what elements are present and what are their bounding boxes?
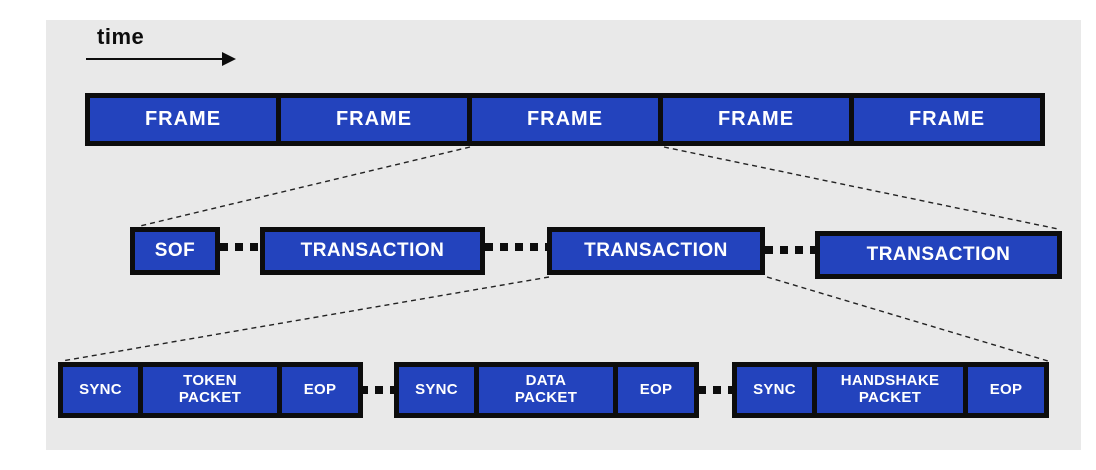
sof-box: SOF [130, 227, 220, 275]
dotted-connector [765, 246, 815, 254]
frame-box: FRAME [90, 98, 276, 141]
data-packet-box: DATA PACKET [479, 367, 613, 413]
dotted-connector [485, 243, 547, 251]
time-axis-label: time [97, 24, 145, 49]
frame-box: FRAME [854, 98, 1040, 141]
handshake-packet-box: HANDSHAKE PACKET [817, 367, 963, 413]
transaction-box: TRANSACTION [260, 227, 485, 275]
frame-box: FRAME [281, 98, 467, 141]
eop-box: EOP [618, 367, 694, 413]
sync-box: SYNC [737, 367, 812, 413]
frame-row: FRAME FRAME FRAME FRAME FRAME [85, 93, 1045, 146]
transaction-box: TRANSACTION [547, 227, 765, 275]
right-arrow-icon [222, 52, 236, 66]
sync-box: SYNC [63, 367, 138, 413]
eop-box: EOP [968, 367, 1044, 413]
dotted-connector [698, 386, 732, 394]
transaction-box: TRANSACTION [815, 231, 1062, 279]
frame-box: FRAME [663, 98, 849, 141]
sync-box: SYNC [399, 367, 474, 413]
token-packet-box: TOKEN PACKET [143, 367, 277, 413]
handshake-packet-group: SYNC HANDSHAKE PACKET EOP [732, 362, 1049, 418]
dotted-connector [360, 386, 394, 394]
token-packet-group: SYNC TOKEN PACKET EOP [58, 362, 363, 418]
time-arrow-line [86, 58, 224, 60]
eop-box: EOP [282, 367, 358, 413]
data-packet-group: SYNC DATA PACKET EOP [394, 362, 699, 418]
dotted-connector [220, 243, 260, 251]
frame-box: FRAME [472, 98, 658, 141]
